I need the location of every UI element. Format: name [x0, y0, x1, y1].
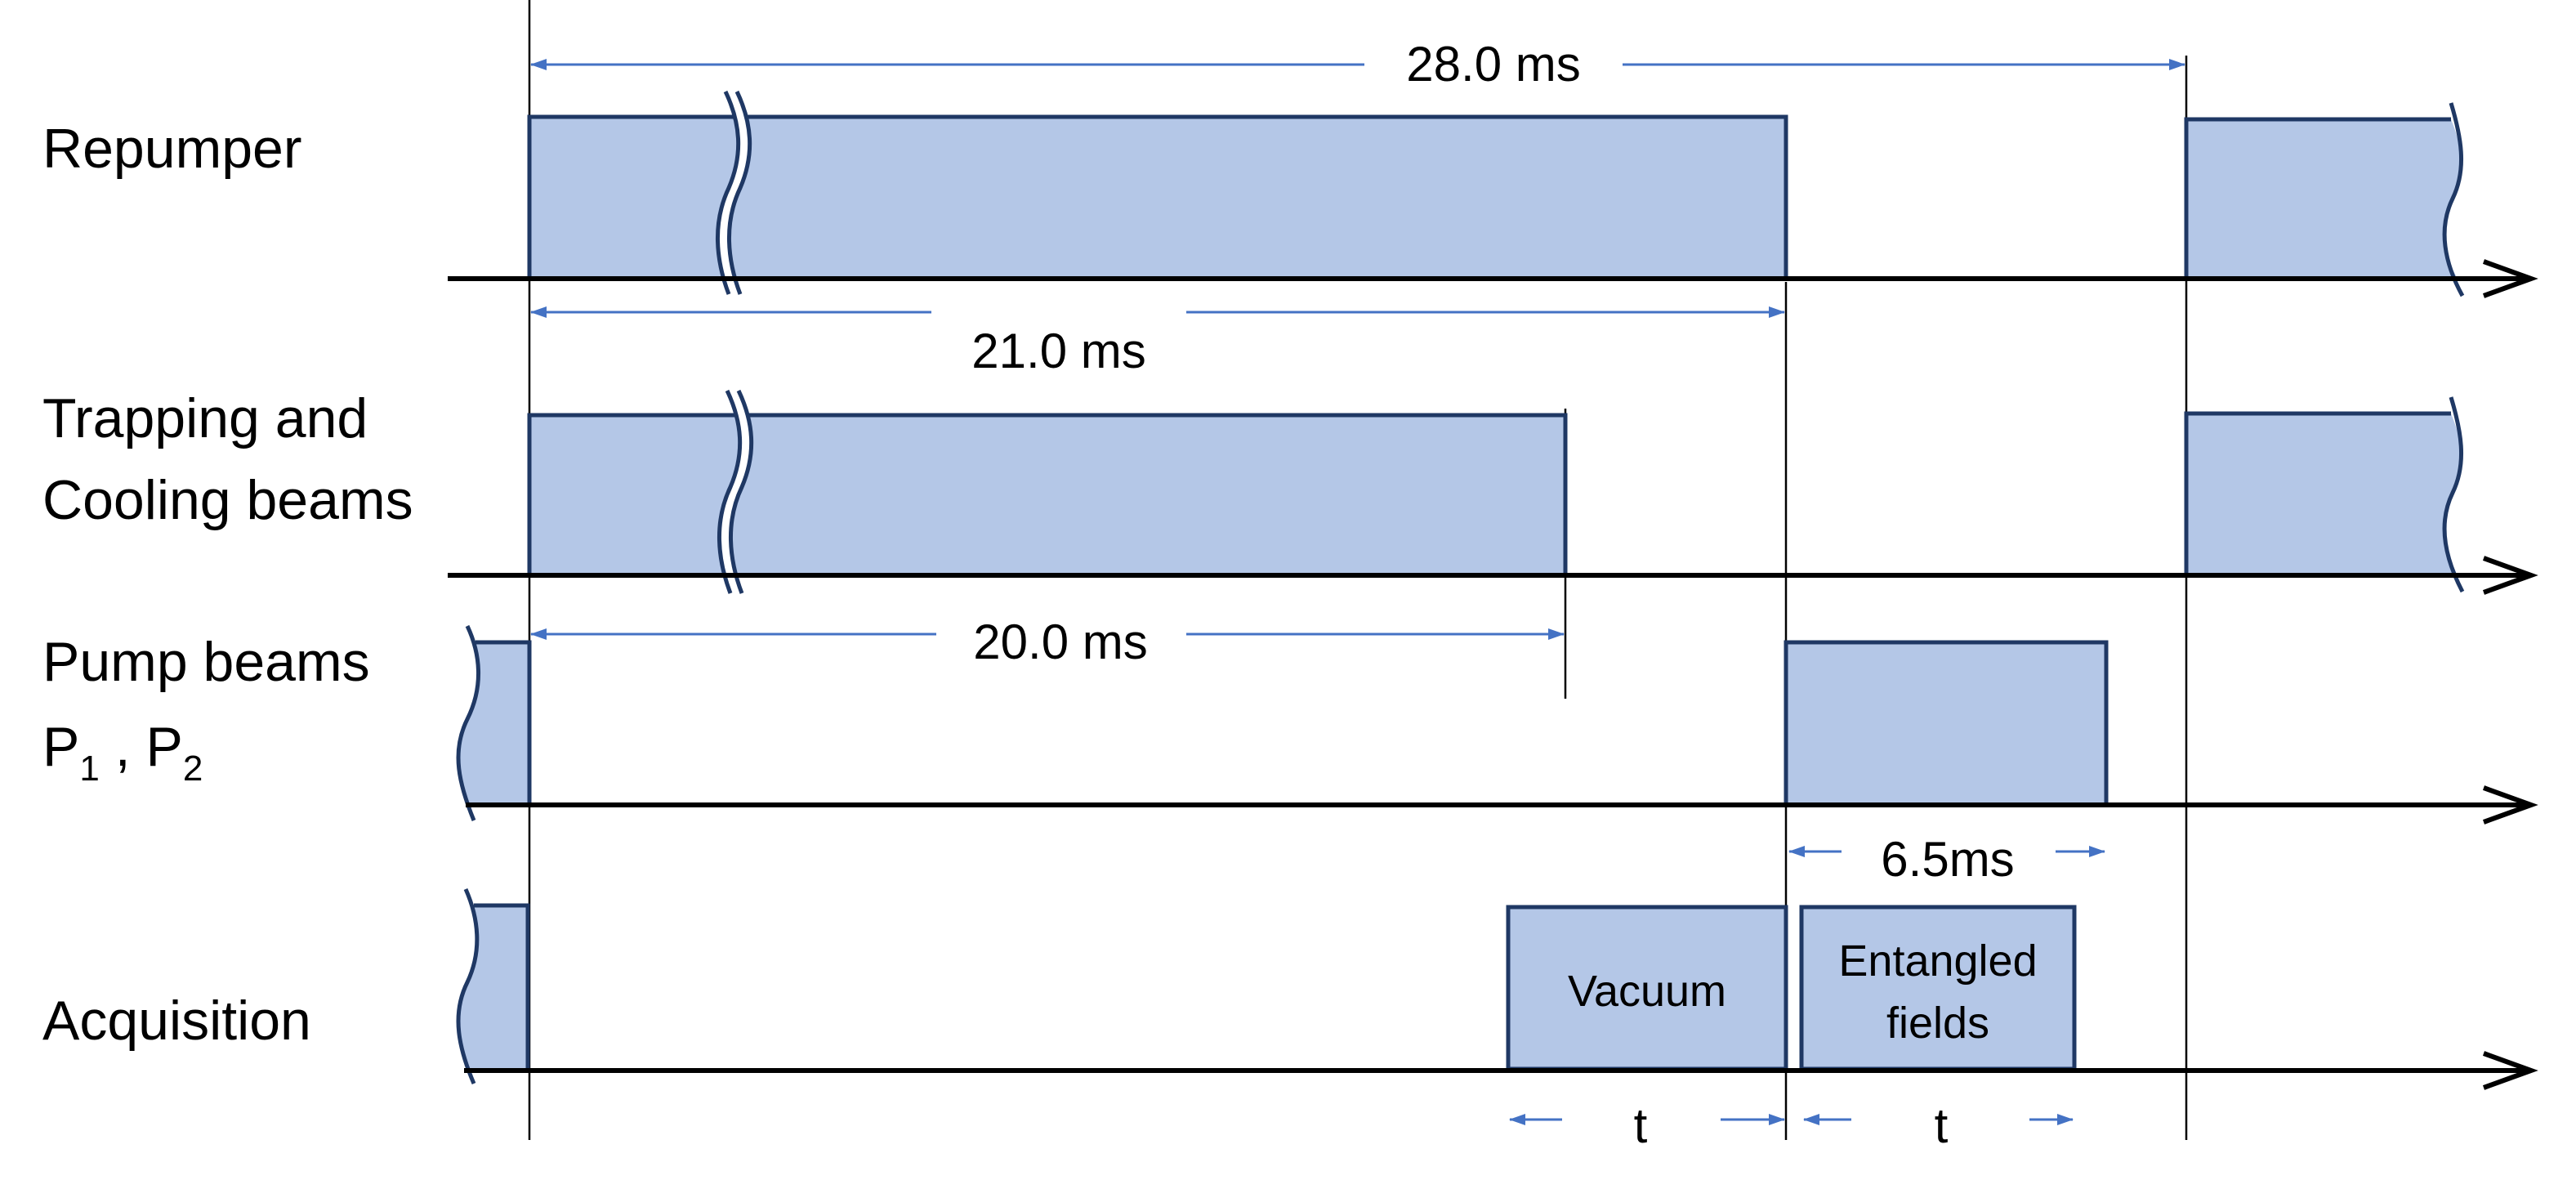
- pump-p1: P: [42, 716, 79, 778]
- repumper-axis-break-right: [727, 90, 752, 295]
- vacuum-label: Vacuum: [1568, 967, 1726, 1016]
- repumper-duration-label: 21.0 ms: [971, 324, 1145, 378]
- pump-sub2: 2: [183, 749, 203, 789]
- repumper-cut-mark: [2442, 102, 2465, 297]
- row-label-repumper: Repumper: [42, 118, 302, 180]
- entangled-label-line2: fields: [1886, 999, 1989, 1048]
- pump-sub1: 1: [79, 749, 99, 789]
- pump-cut-mark: [456, 624, 480, 821]
- dimension-cycle: 28.0 ms: [530, 37, 2185, 92]
- pump-pulse-previous-cycle: [458, 642, 529, 805]
- acquisition-pulse-previous-cycle: [458, 905, 528, 1069]
- row-label-trapping-line2: Cooling beams: [42, 469, 413, 531]
- repumper-axis-break: [717, 92, 750, 294]
- repumper-pulse-next-cycle: [2186, 119, 2462, 279]
- trapping-axis-break-left: [717, 389, 743, 594]
- repumper-axis-arrowhead: [2482, 259, 2538, 298]
- dimension-trapping: 20.0 ms: [530, 615, 1565, 669]
- acquisition-axis-arrowhead: [2482, 1051, 2538, 1090]
- trapping-pulse-next-cycle: [2186, 413, 2462, 575]
- dimension-pump: 6.5ms: [1788, 832, 2105, 887]
- trapping-duration-label: 20.0 ms: [973, 615, 1147, 669]
- row-label-acquisition: Acquisition: [42, 990, 311, 1052]
- row-label-pump-line2: P1 , P2: [42, 716, 203, 789]
- row-label-trapping-line1: Trapping and: [42, 387, 368, 449]
- vacuum-duration-label: t: [1634, 1098, 1648, 1153]
- dimension-entangled: t: [1803, 1098, 2074, 1153]
- trapping-cut-mark: [2442, 396, 2465, 593]
- cycle-duration-label: 28.0 ms: [1406, 37, 1580, 92]
- dimension-vacuum: t: [1509, 1098, 1785, 1153]
- trapping-axis-break-right: [729, 389, 754, 594]
- dimension-repumper: 21.0 ms: [530, 306, 1785, 378]
- pump-pulse: [1784, 640, 2109, 807]
- entangled-label-line1: Entangled: [1838, 936, 2037, 986]
- repumper-axis-break-left: [716, 90, 741, 295]
- acquisition-pulse-previous-cycle-edge: [474, 903, 530, 1069]
- trapping-cooling-pulse: [527, 413, 1568, 578]
- pump-pulse-previous-cycle-edge: [475, 640, 532, 805]
- trapping-axis-arrowhead: [2482, 556, 2538, 595]
- pump-p2: P: [146, 716, 183, 778]
- pump-duration-label: 6.5ms: [1881, 832, 2014, 887]
- pump-separator: ,: [100, 716, 146, 778]
- trapping-axis-break: [719, 391, 752, 593]
- entangled-duration-label: t: [1935, 1098, 1949, 1153]
- pump-axis-arrowhead: [2482, 785, 2538, 825]
- row-label-pump-line1: Pump beams: [42, 631, 370, 693]
- acquisition-cut-mark: [456, 887, 480, 1084]
- vacuum-window: [1506, 905, 1788, 1071]
